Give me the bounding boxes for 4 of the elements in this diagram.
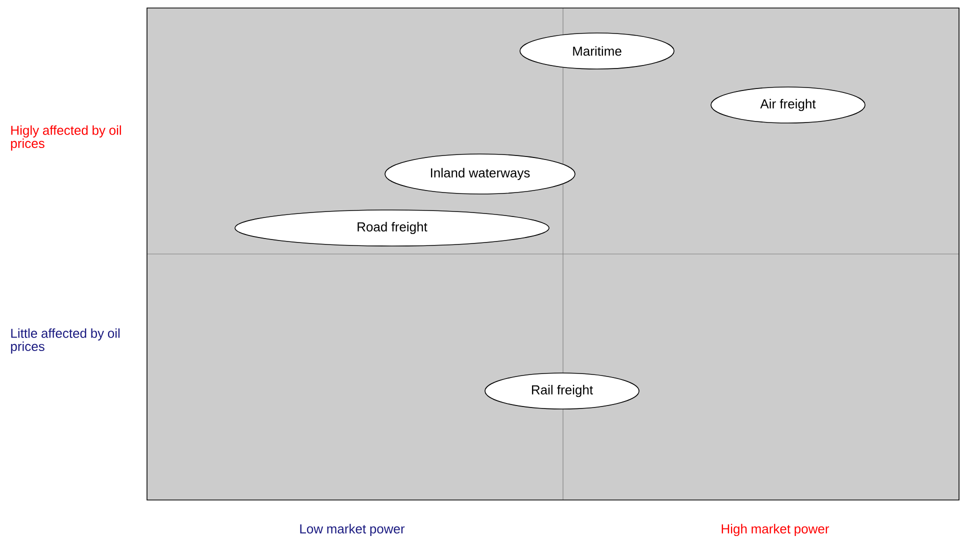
axis-label: Low market power	[300, 524, 405, 536]
axis-label: Higly affected by oil prices	[11, 125, 121, 151]
axis-label: Little affected by oil prices	[11, 328, 120, 354]
axis-label: High market power	[722, 524, 830, 536]
